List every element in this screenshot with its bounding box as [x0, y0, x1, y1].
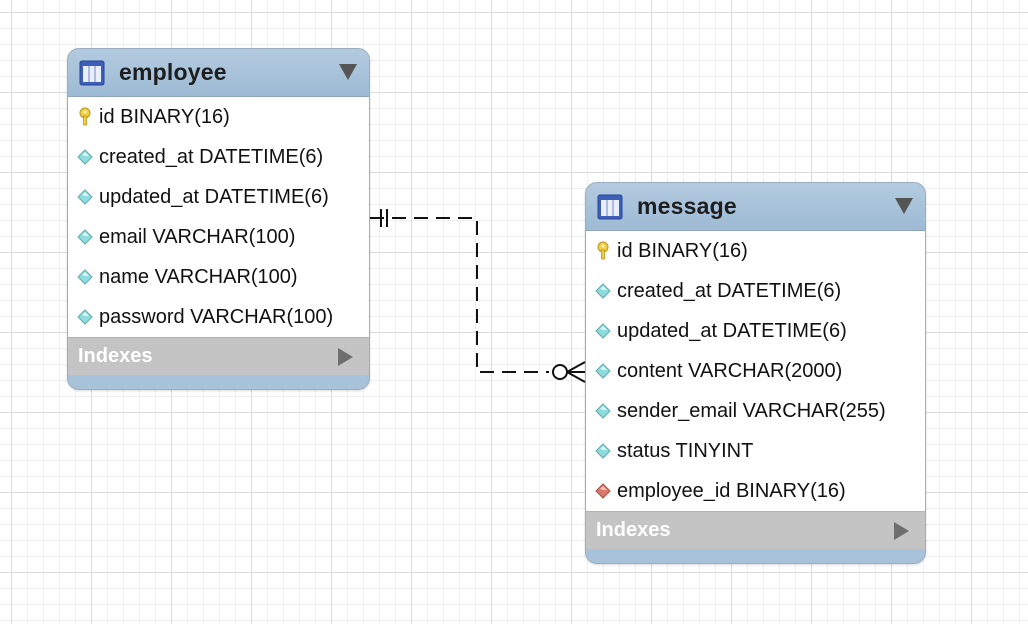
column-row[interactable]: created_at DATETIME(6) — [586, 271, 925, 311]
column-label: status TINYINT — [617, 439, 754, 462]
column-row[interactable]: status TINYINT — [586, 431, 925, 471]
table-message[interactable]: message id BINARY(16) created_at DATETIM… — [585, 182, 926, 564]
column-diamond-icon — [595, 443, 611, 459]
table-icon — [597, 194, 623, 219]
column-diamond-icon — [595, 403, 611, 419]
column-label: updated_at DATETIME(6) — [617, 319, 847, 342]
expand-arrow-icon[interactable] — [894, 522, 909, 540]
column-label: id BINARY(16) — [617, 239, 748, 262]
indexes-section[interactable]: Indexes — [586, 511, 925, 549]
column-diamond-icon — [595, 363, 611, 379]
table-icon — [79, 60, 105, 85]
foreign-key-diamond-icon — [595, 483, 611, 499]
column-label: email VARCHAR(100) — [99, 225, 296, 248]
column-row[interactable]: password VARCHAR(100) — [68, 297, 369, 337]
indexes-section[interactable]: Indexes — [68, 337, 369, 375]
column-label: password VARCHAR(100) — [99, 305, 334, 328]
table-employee[interactable]: employee id BINARY(16) created_at DATETI… — [67, 48, 370, 390]
column-label: name VARCHAR(100) — [99, 265, 298, 288]
table-footer — [68, 375, 369, 389]
column-label: id BINARY(16) — [99, 105, 230, 128]
column-diamond-icon — [595, 323, 611, 339]
column-label: created_at DATETIME(6) — [617, 279, 842, 302]
column-diamond-icon — [77, 149, 93, 165]
collapse-arrow-icon[interactable] — [339, 64, 357, 80]
column-row[interactable]: name VARCHAR(100) — [68, 257, 369, 297]
column-diamond-icon — [77, 269, 93, 285]
column-diamond-icon — [77, 229, 93, 245]
relationship-line[interactable] — [370, 217, 549, 373]
column-diamond-icon — [77, 309, 93, 325]
column-label: sender_email VARCHAR(255) — [617, 399, 886, 422]
table-name: message — [637, 193, 737, 219]
column-row[interactable]: sender_email VARCHAR(255) — [586, 391, 925, 431]
column-diamond-icon — [77, 189, 93, 205]
column-row[interactable]: employee_id BINARY(16) — [586, 471, 925, 511]
table-header[interactable]: message — [586, 183, 925, 231]
primary-key-icon — [79, 107, 91, 126]
column-row[interactable]: updated_at DATETIME(6) — [68, 177, 369, 217]
column-row[interactable]: updated_at DATETIME(6) — [586, 311, 925, 351]
column-label: updated_at DATETIME(6) — [99, 185, 329, 208]
zero-or-many-marker-icon — [552, 361, 586, 383]
table-name: employee — [119, 59, 227, 85]
column-label: created_at DATETIME(6) — [99, 145, 324, 168]
one-and-only-one-marker-icon — [380, 209, 388, 227]
indexes-label: Indexes — [78, 345, 153, 367]
column-row[interactable]: id BINARY(16) — [586, 231, 925, 271]
column-row[interactable]: id BINARY(16) — [68, 97, 369, 137]
collapse-arrow-icon[interactable] — [895, 198, 913, 214]
column-row[interactable]: created_at DATETIME(6) — [68, 137, 369, 177]
indexes-label: Indexes — [596, 519, 671, 541]
column-diamond-icon — [595, 283, 611, 299]
expand-arrow-icon[interactable] — [338, 348, 353, 366]
table-header[interactable]: employee — [68, 49, 369, 97]
column-label: employee_id BINARY(16) — [617, 479, 846, 502]
column-list: id BINARY(16) created_at DATETIME(6) upd… — [68, 97, 369, 337]
column-row[interactable]: email VARCHAR(100) — [68, 217, 369, 257]
table-footer — [586, 549, 925, 563]
column-row[interactable]: content VARCHAR(2000) — [586, 351, 925, 391]
primary-key-icon — [597, 241, 609, 260]
column-list: id BINARY(16) created_at DATETIME(6) upd… — [586, 231, 925, 511]
column-label: content VARCHAR(2000) — [617, 359, 843, 382]
